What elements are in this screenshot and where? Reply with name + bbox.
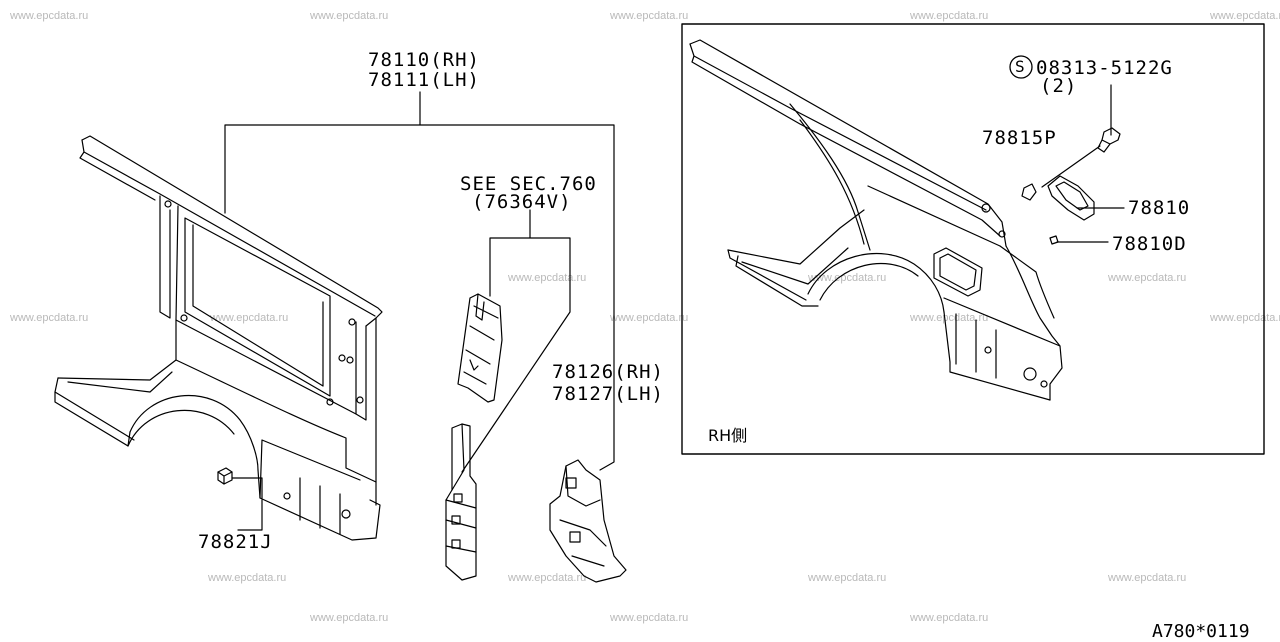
diagram-code-label: A780*0119 bbox=[1152, 621, 1250, 642]
part-label-78810d: 78810D bbox=[1112, 233, 1187, 255]
watermark-text: www.epcdata.ru bbox=[610, 312, 689, 324]
rear-pillar-part bbox=[549, 459, 627, 583]
watermark-text: www.epcdata.ru bbox=[910, 312, 989, 324]
part-label-08313-5122g: 08313-5122G bbox=[1036, 57, 1173, 79]
part-label-78110: 78110(RH) bbox=[368, 49, 480, 71]
lid-bumper-part bbox=[1049, 235, 1059, 245]
watermark-text: www.epcdata.ru bbox=[310, 10, 389, 22]
part-label-78111: 78111(LH) bbox=[368, 69, 480, 91]
watermark-text: www.epcdata.ru bbox=[10, 312, 89, 324]
watermark-text: www.epcdata.ru bbox=[808, 272, 887, 284]
watermark-text: www.epcdata.ru bbox=[10, 10, 89, 22]
inset-frame bbox=[681, 23, 1265, 455]
part-label-78821j: 78821J bbox=[198, 531, 273, 553]
watermark-text: www.epcdata.ru bbox=[808, 572, 887, 584]
inset-quarter-panel bbox=[689, 39, 1063, 401]
clip-part bbox=[217, 467, 233, 485]
part-label-78810: 78810 bbox=[1128, 197, 1191, 219]
screw-symbol: S bbox=[1015, 57, 1025, 76]
watermark-text: www.epcdata.ru bbox=[1210, 10, 1280, 22]
watermark-text: www.epcdata.ru bbox=[210, 312, 289, 324]
watermark-text: www.epcdata.ru bbox=[208, 572, 287, 584]
see-section-part-label: (76364V) bbox=[472, 191, 572, 213]
watermark-text: www.epcdata.ru bbox=[508, 572, 587, 584]
inset-side-label: RH側 bbox=[708, 426, 748, 445]
screw-part bbox=[1097, 127, 1121, 153]
watermark-text: www.epcdata.ru bbox=[1108, 572, 1187, 584]
part-label-78126: 78126(RH) bbox=[552, 361, 664, 383]
screw-symbol-circle bbox=[1009, 55, 1033, 79]
part-label-78815p: 78815P bbox=[982, 127, 1057, 149]
watermark-text: www.epcdata.ru bbox=[610, 612, 689, 624]
watermark-text: www.epcdata.ru bbox=[1210, 312, 1280, 324]
watermark-text: www.epcdata.ru bbox=[1108, 272, 1187, 284]
watermark-text: www.epcdata.ru bbox=[310, 612, 389, 624]
part-quantity-label: (2) bbox=[1040, 75, 1078, 97]
watermark-text: www.epcdata.ru bbox=[610, 10, 689, 22]
leader-lines bbox=[224, 84, 1125, 531]
reinforcement-part bbox=[457, 293, 503, 403]
see-section-label: SEE SEC.760 bbox=[460, 173, 597, 195]
inner-pillar-part bbox=[445, 423, 477, 581]
quarter-panel-outer bbox=[54, 135, 383, 541]
fuel-lid-part bbox=[1047, 175, 1095, 221]
watermark-text: www.epcdata.ru bbox=[910, 612, 989, 624]
watermark-text: www.epcdata.ru bbox=[508, 272, 587, 284]
part-label-78127: 78127(LH) bbox=[552, 383, 664, 405]
bracket-part bbox=[1021, 183, 1037, 201]
watermark-text: www.epcdata.ru bbox=[910, 10, 989, 22]
